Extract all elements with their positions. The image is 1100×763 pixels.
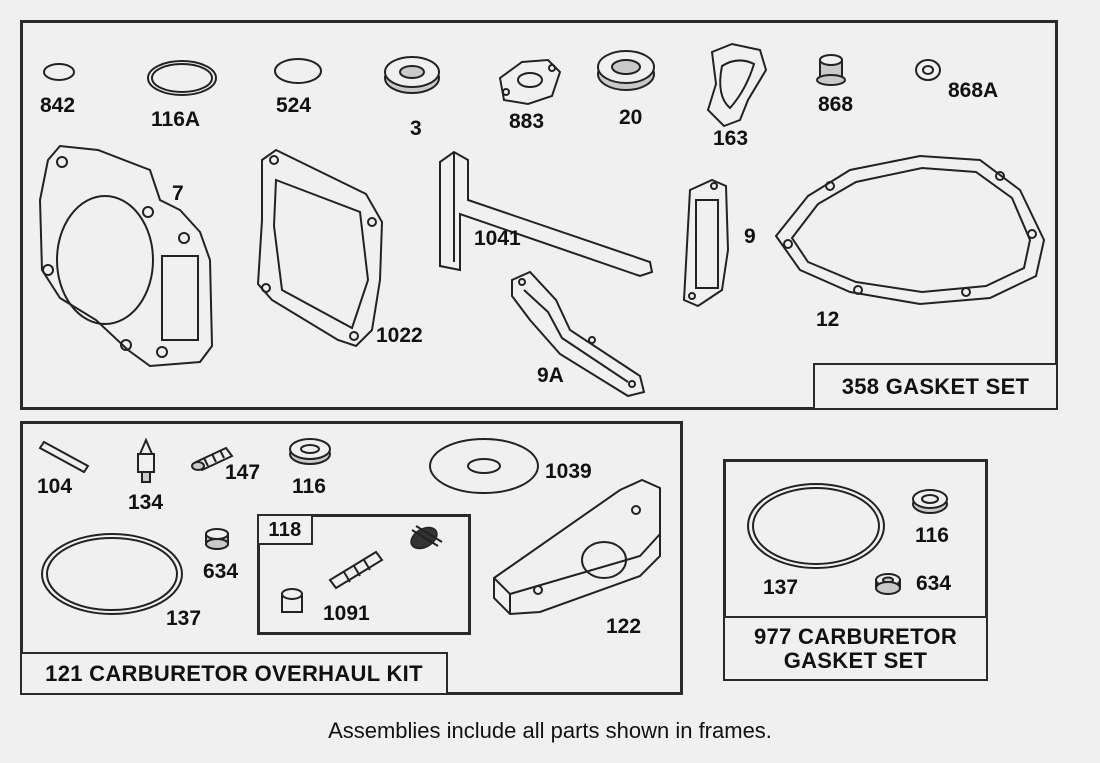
washer-116b-icon	[912, 489, 948, 514]
head-gasket-7-icon	[38, 144, 214, 368]
needle-134-icon	[137, 437, 155, 483]
gasket-set-label: 358 GASKET SET	[813, 363, 1058, 410]
part-label-9a: 9A	[537, 364, 564, 387]
oring-842-icon	[43, 63, 75, 81]
washer-634-icon	[205, 528, 229, 550]
valve-1091-icon	[281, 525, 443, 613]
part-label-116a: 116A	[151, 108, 201, 131]
gasket-9-icon	[682, 178, 730, 308]
bracket-1041-icon	[439, 150, 654, 278]
part-label-104: 104	[37, 475, 73, 498]
part-label-7: 7	[172, 182, 184, 205]
part-label-883: 883	[509, 110, 545, 133]
part-label-20: 20	[619, 106, 643, 129]
part-label-1091: 1091	[323, 602, 370, 625]
part-label-147: 147	[225, 461, 261, 484]
seal-3-icon	[384, 56, 440, 94]
oring-116a-icon	[147, 60, 217, 96]
part-label-163: 163	[713, 127, 749, 150]
oring-137b-icon	[747, 483, 885, 569]
part-label-1041: 1041	[474, 227, 521, 250]
part-label-1039: 1039	[545, 460, 592, 483]
caption: Assemblies include all parts shown in fr…	[328, 718, 772, 743]
gasket-set-frame	[20, 20, 1058, 410]
part-label-137: 137	[166, 607, 202, 630]
subkit-118-label: 118	[257, 514, 313, 545]
overhaul-kit-label: 121 CARBURETOR OVERHAUL KIT	[20, 652, 448, 695]
subkit-118-frame	[257, 514, 471, 635]
part-label-634: 634	[203, 560, 239, 583]
part-label-134: 134	[128, 491, 164, 514]
part-label-634b: 634	[916, 572, 952, 595]
pin-104-icon	[38, 440, 90, 474]
part-label-868a: 868A	[948, 79, 999, 102]
part-label-116b: 116	[915, 524, 949, 547]
gasket-1022-icon	[256, 148, 384, 348]
oring-137-icon	[41, 533, 183, 615]
part-label-116: 116	[292, 475, 326, 498]
gasket-12-icon	[774, 154, 1046, 306]
gasket-163-icon	[706, 42, 768, 128]
oring-524-icon	[274, 58, 322, 84]
gasket-9a-icon	[511, 270, 646, 398]
part-label-842: 842	[40, 94, 76, 117]
plug-868-icon	[816, 54, 846, 86]
part-label-3: 3	[410, 117, 422, 140]
part-label-868: 868	[818, 93, 854, 116]
part-label-12: 12	[816, 308, 840, 331]
washer-868a-icon	[915, 59, 941, 81]
seal-20-icon	[597, 50, 655, 91]
part-label-524: 524	[276, 94, 312, 117]
part-label-137b: 137	[763, 576, 799, 599]
washer-116-icon	[289, 438, 331, 465]
carb-gasket-set-label: 977 CARBURETOR GASKET SET	[723, 616, 988, 681]
washer-634b-icon	[875, 573, 901, 595]
part-label-1022: 1022	[376, 324, 423, 347]
part-label-9: 9	[744, 225, 756, 248]
gasket-883-icon	[498, 58, 562, 106]
disc-1039-icon	[429, 438, 539, 494]
gasket-122-icon	[493, 478, 661, 616]
part-label-122: 122	[606, 615, 642, 638]
screw-147-icon	[191, 446, 234, 472]
